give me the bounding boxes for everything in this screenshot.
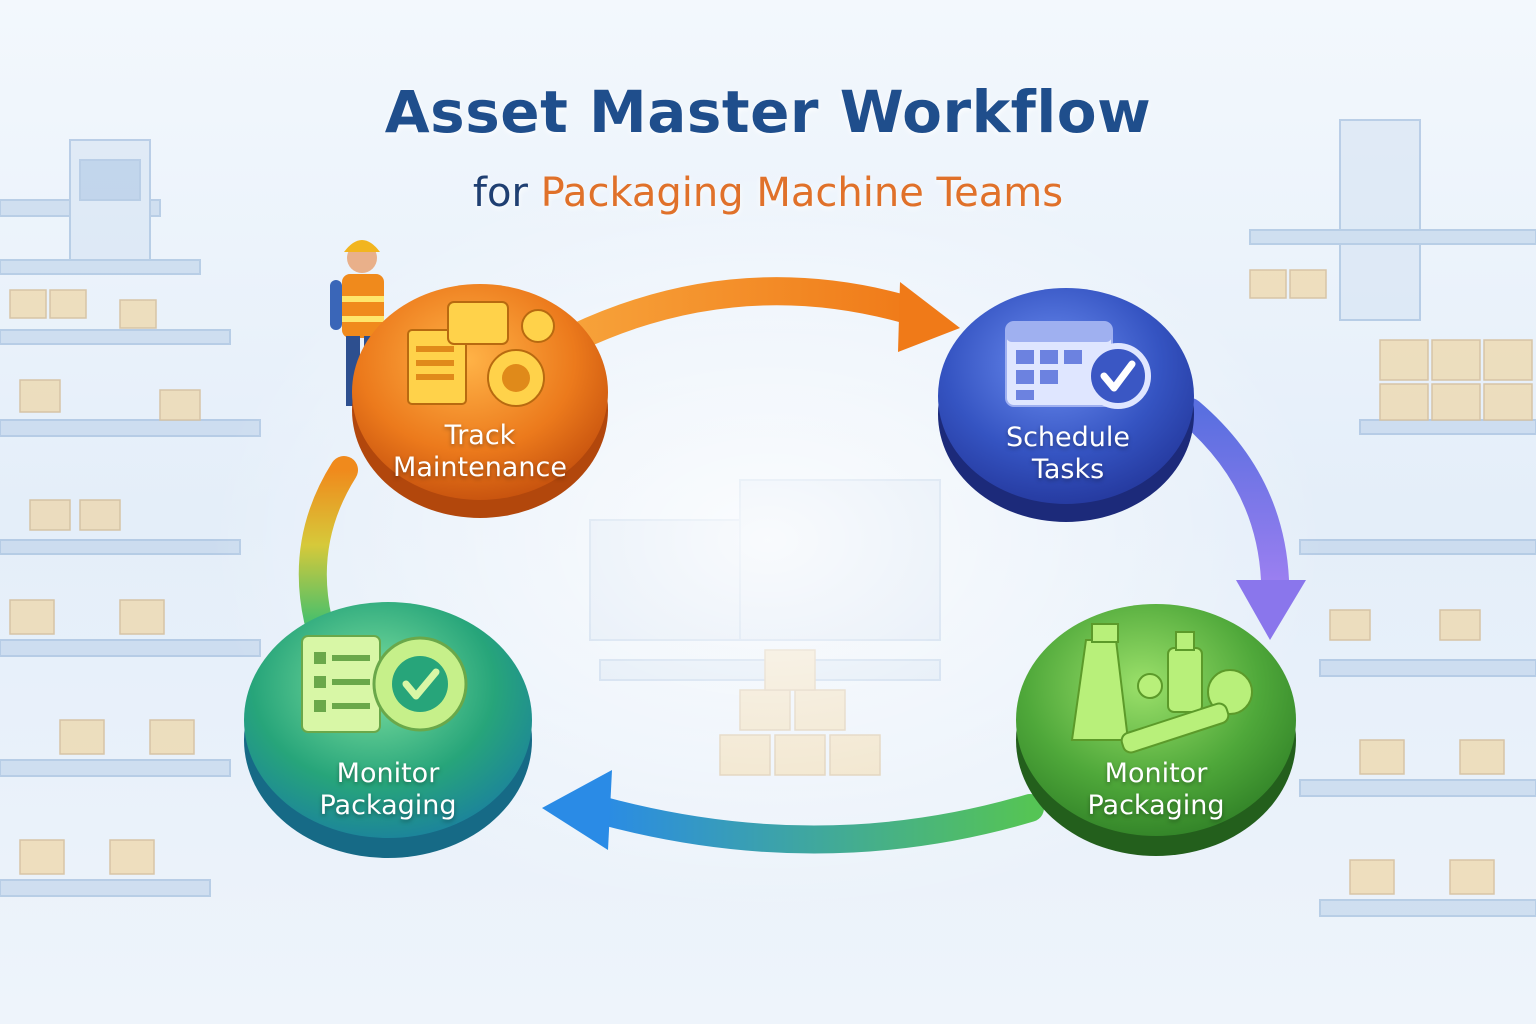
- subtitle-accent: Packaging Machine Teams: [540, 170, 1064, 216]
- node-label-line1: Schedule: [1005, 422, 1131, 453]
- checklist-gear-icon: [301, 635, 468, 733]
- node-label-line2: Maintenance: [393, 452, 567, 483]
- node-monitor-packaging-left: [244, 602, 532, 858]
- node-label-line1: Monitor: [336, 758, 440, 789]
- node-label-schedule-tasks: Schedule Tasks: [948, 422, 1188, 486]
- node-label-track-maintenance: Track Maintenance: [360, 420, 600, 484]
- subtitle-lead: for: [472, 170, 528, 216]
- node-label-line2: Packaging: [319, 790, 457, 821]
- node-label-line1: Track: [444, 420, 516, 451]
- node-label-monitor-packaging-left: Monitor Packaging: [268, 758, 508, 822]
- node-schedule-tasks: [938, 288, 1194, 522]
- page-subtitle: for Packaging Machine Teams: [0, 170, 1536, 216]
- arrow-schedule-to-monitor: [1176, 398, 1306, 640]
- node-label-monitor-packaging-right: Monitor Packaging: [1036, 758, 1276, 822]
- arrow-track-to-schedule: [561, 277, 960, 352]
- cleaning-supplies-icon: [1070, 623, 1253, 754]
- documents-gears-icon: [407, 301, 555, 407]
- node-label-line1: Monitor: [1104, 758, 1208, 789]
- arrow-monitor-to-track: [298, 456, 358, 634]
- node-label-line2: Tasks: [1031, 454, 1105, 485]
- calendar-check-icon: [1005, 321, 1151, 409]
- node-monitor-packaging-right: [1016, 604, 1296, 856]
- node-track-maintenance: [352, 284, 608, 518]
- page-title: Asset Master Workflow: [384, 78, 1152, 146]
- node-label-line2: Packaging: [1087, 790, 1225, 821]
- arrow-monitor-to-monitor: [542, 770, 1044, 854]
